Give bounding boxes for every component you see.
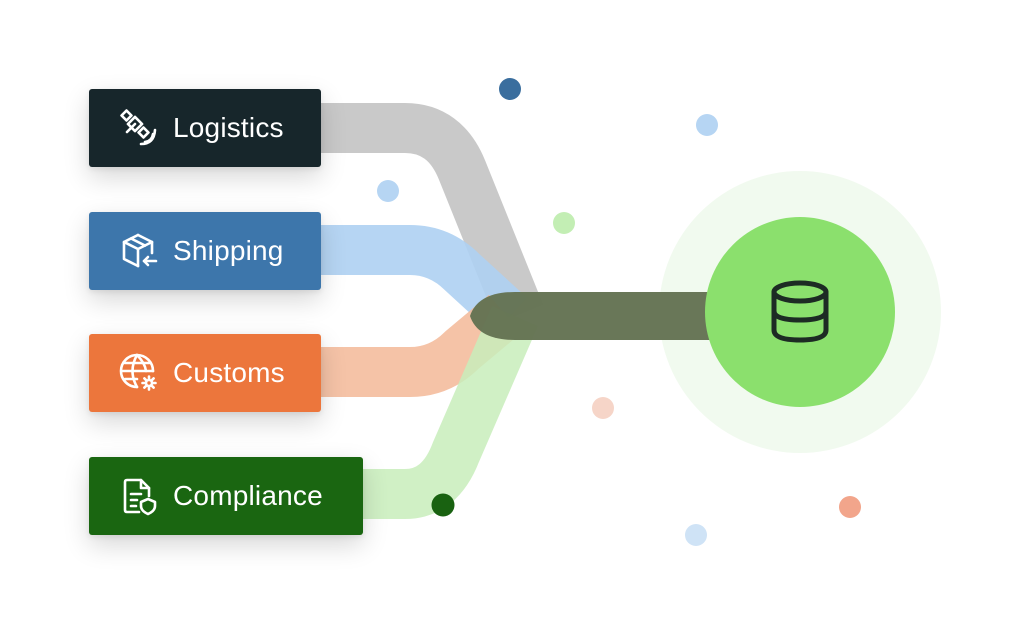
source-label-compliance: Compliance xyxy=(173,480,323,511)
source-label-logistics: Logistics xyxy=(173,112,284,143)
database-icon xyxy=(771,280,829,343)
source-card-compliance[interactable]: Compliance xyxy=(89,457,363,535)
decor-dot xyxy=(431,493,455,517)
satellite-signal-icon xyxy=(117,106,161,150)
decor-dot xyxy=(377,180,399,202)
flow-ribbon-compliance xyxy=(360,306,538,519)
decor-dot xyxy=(696,114,718,136)
flow-ribbon-logistics xyxy=(320,103,544,324)
source-card-logistics[interactable]: Logistics xyxy=(89,89,321,167)
target-node xyxy=(705,217,895,407)
decor-dot xyxy=(839,496,861,518)
source-label-shipping: Shipping xyxy=(173,235,284,266)
globe-gear-icon xyxy=(117,351,161,395)
decor-dot xyxy=(553,212,575,234)
merged-flow-trunk xyxy=(470,292,720,340)
decor-dot xyxy=(685,524,707,546)
source-label-customs: Customs xyxy=(173,357,285,388)
flow-ribbon-customs xyxy=(320,294,522,397)
decor-dot xyxy=(592,397,614,419)
source-card-customs[interactable]: Customs xyxy=(89,334,321,412)
flow-ribbon-shipping xyxy=(320,225,527,335)
document-shield-icon xyxy=(117,474,161,518)
decor-dot xyxy=(499,78,521,100)
source-card-shipping[interactable]: Shipping xyxy=(89,212,321,290)
box-return-icon xyxy=(117,229,161,273)
